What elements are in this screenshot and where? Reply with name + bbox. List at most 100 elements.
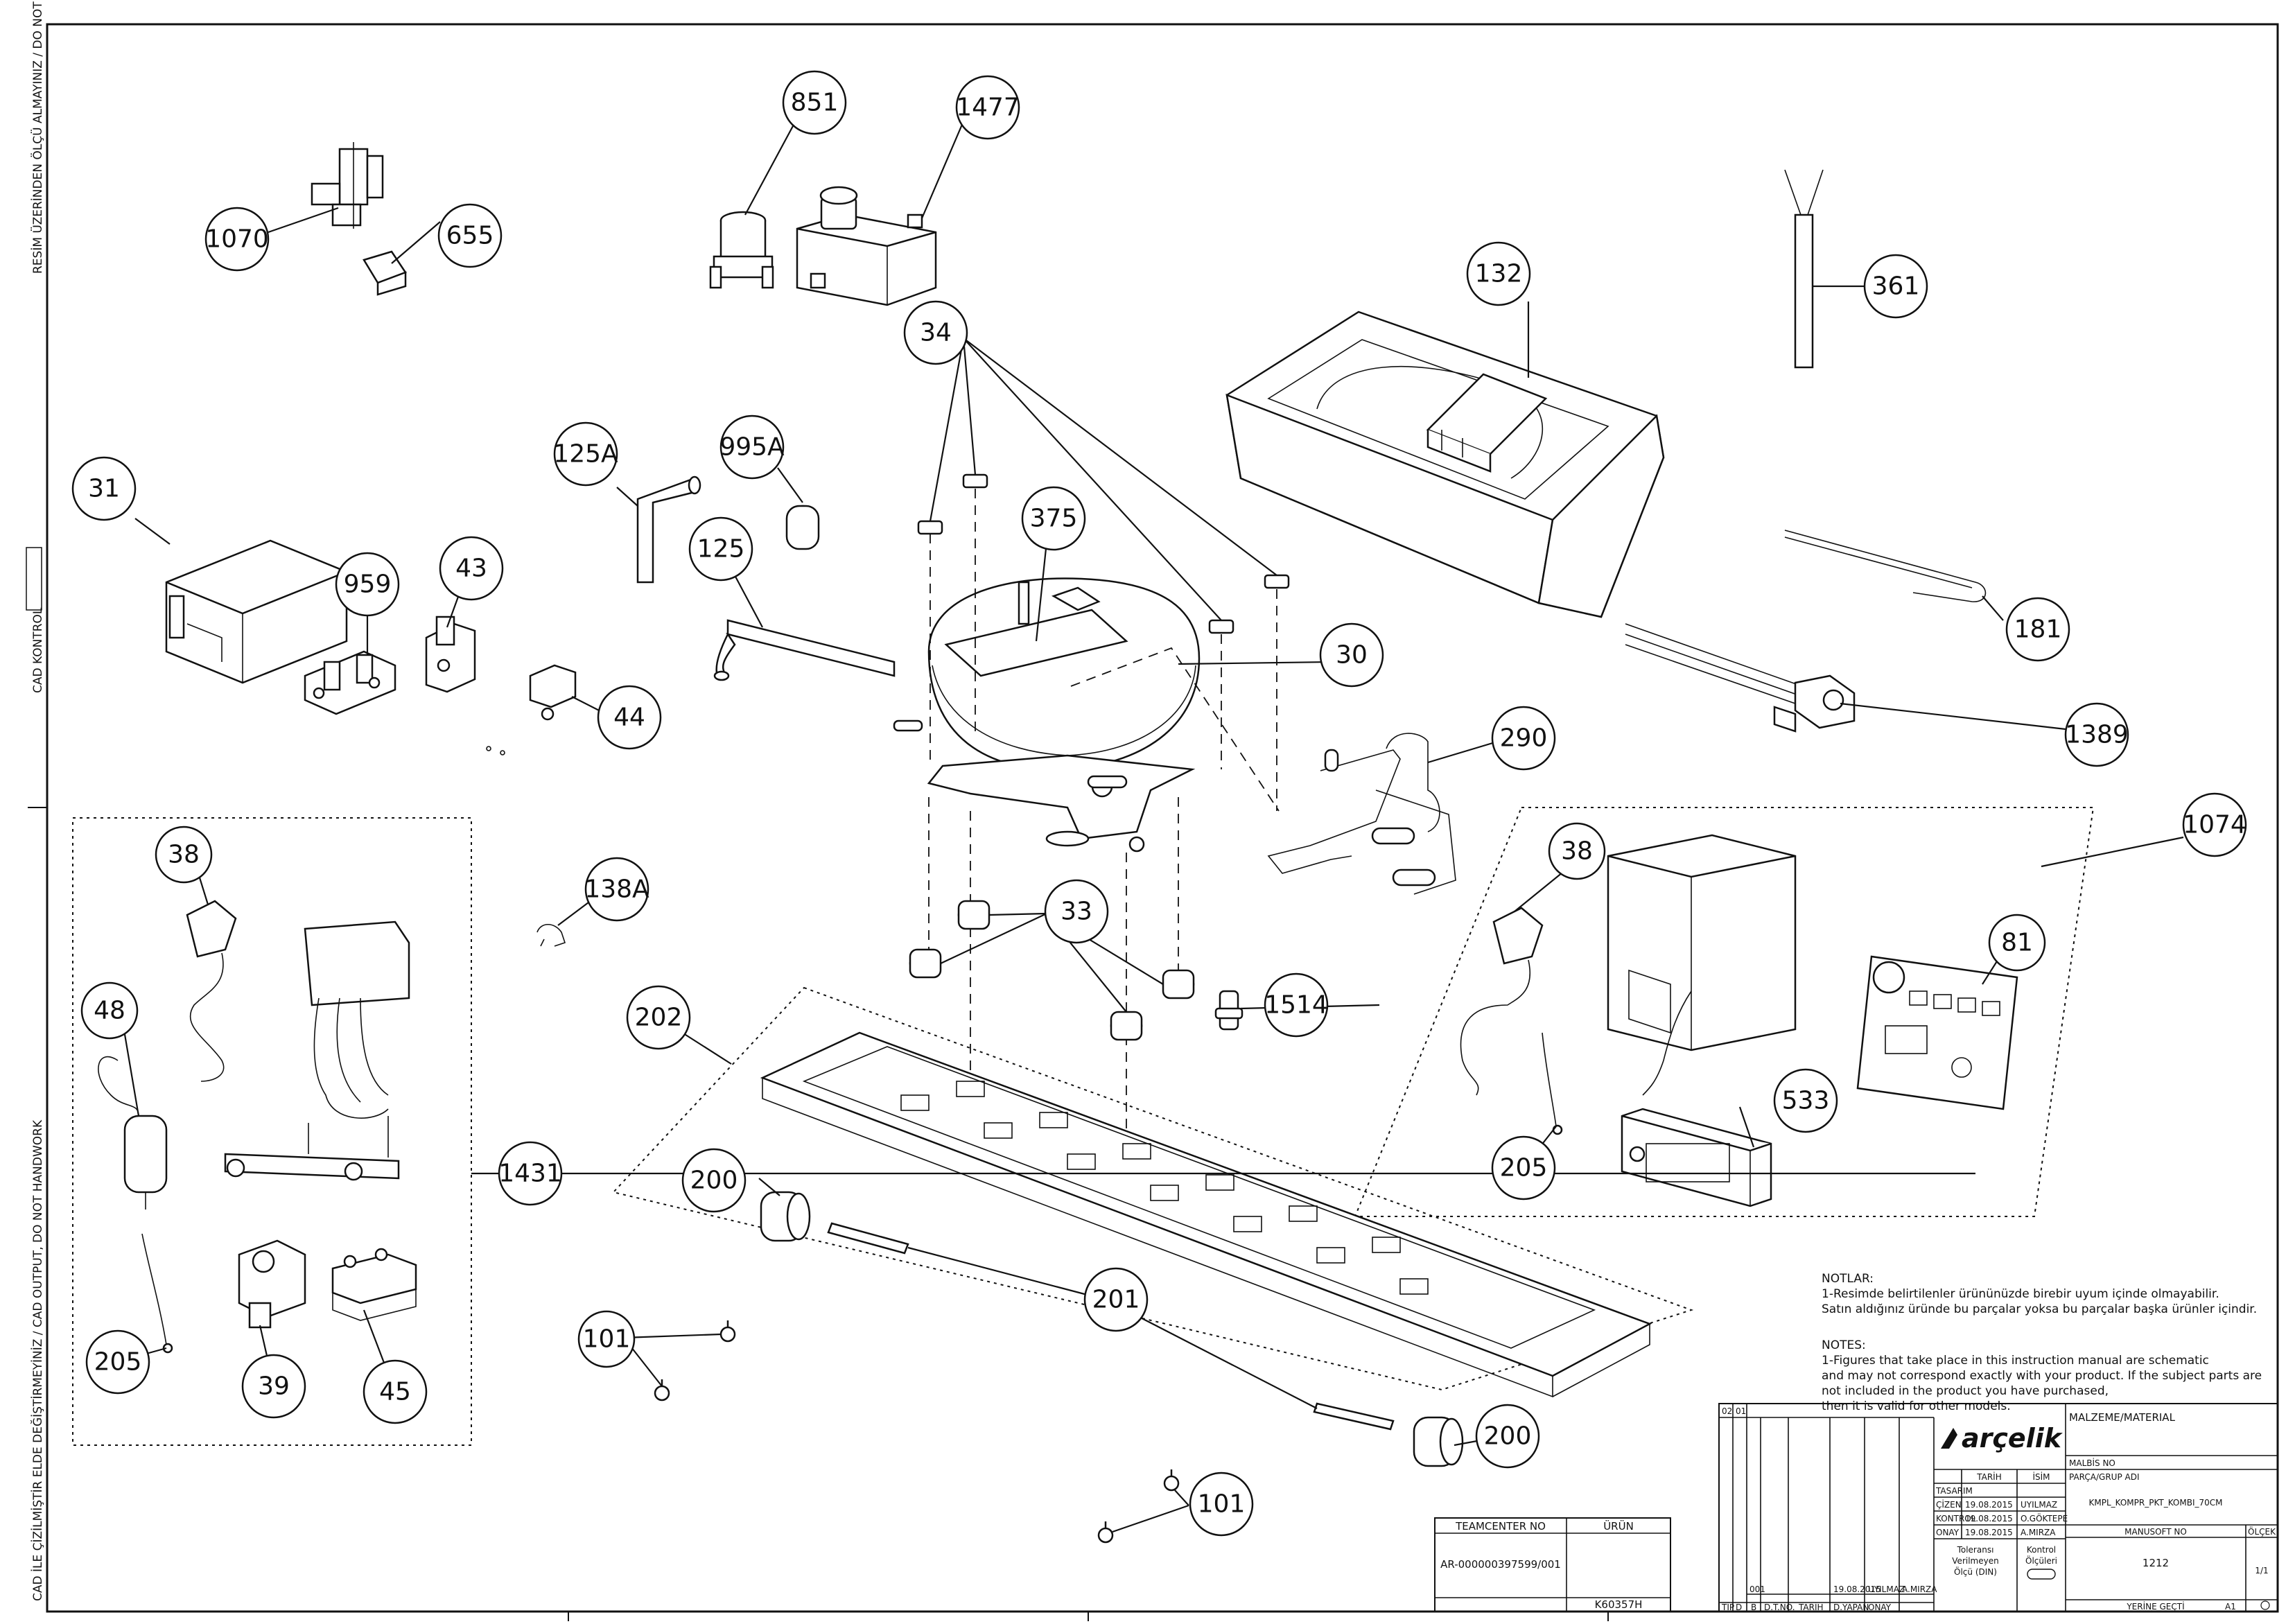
svg-text:A.MIRZA: A.MIRZA [1902, 1584, 1937, 1594]
callout-200-top: 200 [681, 1148, 747, 1213]
part-1074-box [1607, 834, 1797, 1096]
callout-205-left: 205 [85, 1329, 150, 1395]
svg-text:533: 533 [1782, 1087, 1830, 1115]
callout-38-left: 38 [155, 826, 213, 884]
callout-101-left: 101 [577, 1310, 636, 1368]
svg-text:K60357H: K60357H [1595, 1598, 1643, 1611]
callout-43: 43 [439, 536, 504, 601]
svg-text:19.08.2015: 19.08.2015 [1965, 1514, 2013, 1523]
svg-text:125: 125 [697, 535, 745, 564]
callout-38-right: 38 [1548, 822, 1606, 880]
callout-361: 361 [1863, 254, 1928, 319]
svg-text:TARİH: TARİH [1976, 1472, 2002, 1482]
brand-logo-mark [1941, 1428, 1957, 1449]
svg-text:200: 200 [690, 1167, 738, 1195]
part-132-cover-box [1225, 311, 1665, 618]
part-38-plug-right [1460, 907, 1544, 1096]
callout-30: 30 [1319, 622, 1384, 688]
svg-text:Verilmeyen: Verilmeyen [1952, 1556, 1998, 1566]
svg-text:655: 655 [446, 222, 494, 250]
part-1389-heater [1625, 623, 1856, 733]
callout-125A: 125A [553, 421, 618, 487]
side-label-middle: CAD KONTROL [31, 607, 45, 693]
callout-45: 45 [363, 1359, 428, 1424]
part-201-rods [827, 1222, 1395, 1431]
part-533-module [1621, 1108, 1772, 1207]
leader-lines [120, 115, 2184, 1533]
svg-text:1212: 1212 [2143, 1557, 2169, 1569]
svg-text:not included in the product yo: not included in the product you have pur… [1822, 1384, 2109, 1398]
part-125A-tube [636, 475, 701, 584]
callout-33: 33 [1044, 879, 1109, 944]
part-39-relay [238, 1239, 306, 1329]
svg-text:001: 001 [1749, 1584, 1765, 1594]
svg-text:ONAY: ONAY [1936, 1528, 1960, 1537]
part-290-pipe [1267, 733, 1456, 895]
svg-text:and may not correspond exactly: and may not correspond exactly with your… [1822, 1369, 2262, 1383]
svg-text:851: 851 [791, 89, 839, 117]
part-1070-connector [311, 142, 384, 229]
svg-text:1-Figures that take place in t: 1-Figures that take place in this instru… [1822, 1354, 2209, 1368]
svg-text:MALBİS NO: MALBİS NO [2069, 1458, 2115, 1468]
part-200-roller-top [760, 1191, 811, 1242]
part-1431-harness [224, 920, 410, 1181]
svg-text:Satın aldığınız üründe bu parç: Satın aldığınız üründe bu parçalar yoksa… [1822, 1302, 2257, 1316]
svg-text:33: 33 [1061, 898, 1092, 926]
callout-851: 851 [782, 70, 847, 135]
part-125-tube [713, 619, 896, 681]
part-1477-protector [796, 186, 937, 306]
svg-text:ÜRÜN: ÜRÜN [1603, 1519, 1634, 1533]
svg-text:B: B [1751, 1603, 1756, 1612]
svg-text:30: 30 [1336, 641, 1368, 670]
callout-533: 533 [1773, 1068, 1838, 1133]
part-655-clip [363, 250, 407, 296]
svg-text:200: 200 [1484, 1422, 1532, 1451]
svg-text:19.08.2015: 19.08.2015 [1833, 1584, 1881, 1594]
part-202-base [760, 1031, 1652, 1398]
part-31-box [165, 539, 348, 684]
svg-text:202: 202 [635, 1004, 683, 1032]
callout-995A: 995A [719, 414, 785, 480]
svg-text:44: 44 [613, 704, 645, 732]
callout-1514: 1514 [1264, 972, 1329, 1038]
callout-1431: 1431 [498, 1141, 563, 1206]
notes-block: NOTLAR: 1-Resimde belirtilenler ürününüz… [1822, 1272, 2262, 1413]
group-box-electronics [1354, 807, 2095, 1217]
svg-text:then it is valid for other mod: then it is valid for other models. [1822, 1399, 2011, 1413]
part-205-wire-right [1542, 1032, 1563, 1135]
callout-375: 375 [1021, 486, 1086, 551]
svg-text:1-Resimde belirtilenler ürünün: 1-Resimde belirtilenler ürününüzde bireb… [1822, 1287, 2219, 1301]
part-205-wire-left [141, 1233, 173, 1354]
svg-text:YERİNE GEÇTİ: YERİNE GEÇTİ [2126, 1601, 2184, 1612]
part-48-capacitor [98, 1056, 168, 1210]
svg-text:101: 101 [583, 1325, 631, 1354]
part-101-screws [654, 1320, 1180, 1544]
svg-text:125A: 125A [553, 440, 618, 469]
svg-text:D: D [1736, 1603, 1742, 1612]
svg-text:375: 375 [1030, 505, 1078, 533]
svg-text:KONTROL: KONTROL [1936, 1514, 1976, 1523]
callout-101-bottom: 101 [1189, 1472, 1254, 1537]
side-label-top: RESİM ÜZERİNDEN ÖLÇÜ ALMAYINIZ / DO NOT … [30, 0, 45, 274]
svg-text:1/1: 1/1 [2255, 1566, 2268, 1575]
callout-34: 34 [903, 300, 968, 365]
callout-200-bottom: 200 [1475, 1404, 1540, 1469]
svg-text:205: 205 [94, 1348, 142, 1377]
svg-text:Kontrol: Kontrol [2027, 1545, 2056, 1555]
svg-text:43: 43 [455, 555, 487, 583]
svg-text:38: 38 [1561, 837, 1593, 866]
svg-text:48: 48 [94, 997, 125, 1025]
svg-text:995A: 995A [719, 433, 785, 462]
part-1514-valve [1214, 990, 1244, 1031]
callout-205-right: 205 [1491, 1135, 1556, 1200]
svg-text:1477: 1477 [956, 94, 1020, 122]
svg-text:45: 45 [379, 1378, 411, 1406]
svg-text:138A: 138A [584, 875, 649, 904]
svg-text:01: 01 [1736, 1406, 1746, 1416]
svg-text:39: 39 [258, 1372, 290, 1401]
svg-text:ÖLÇEK: ÖLÇEK [2248, 1526, 2276, 1537]
cad-control-box [26, 547, 42, 611]
svg-text:959: 959 [344, 570, 392, 599]
callout-959: 959 [335, 552, 400, 617]
